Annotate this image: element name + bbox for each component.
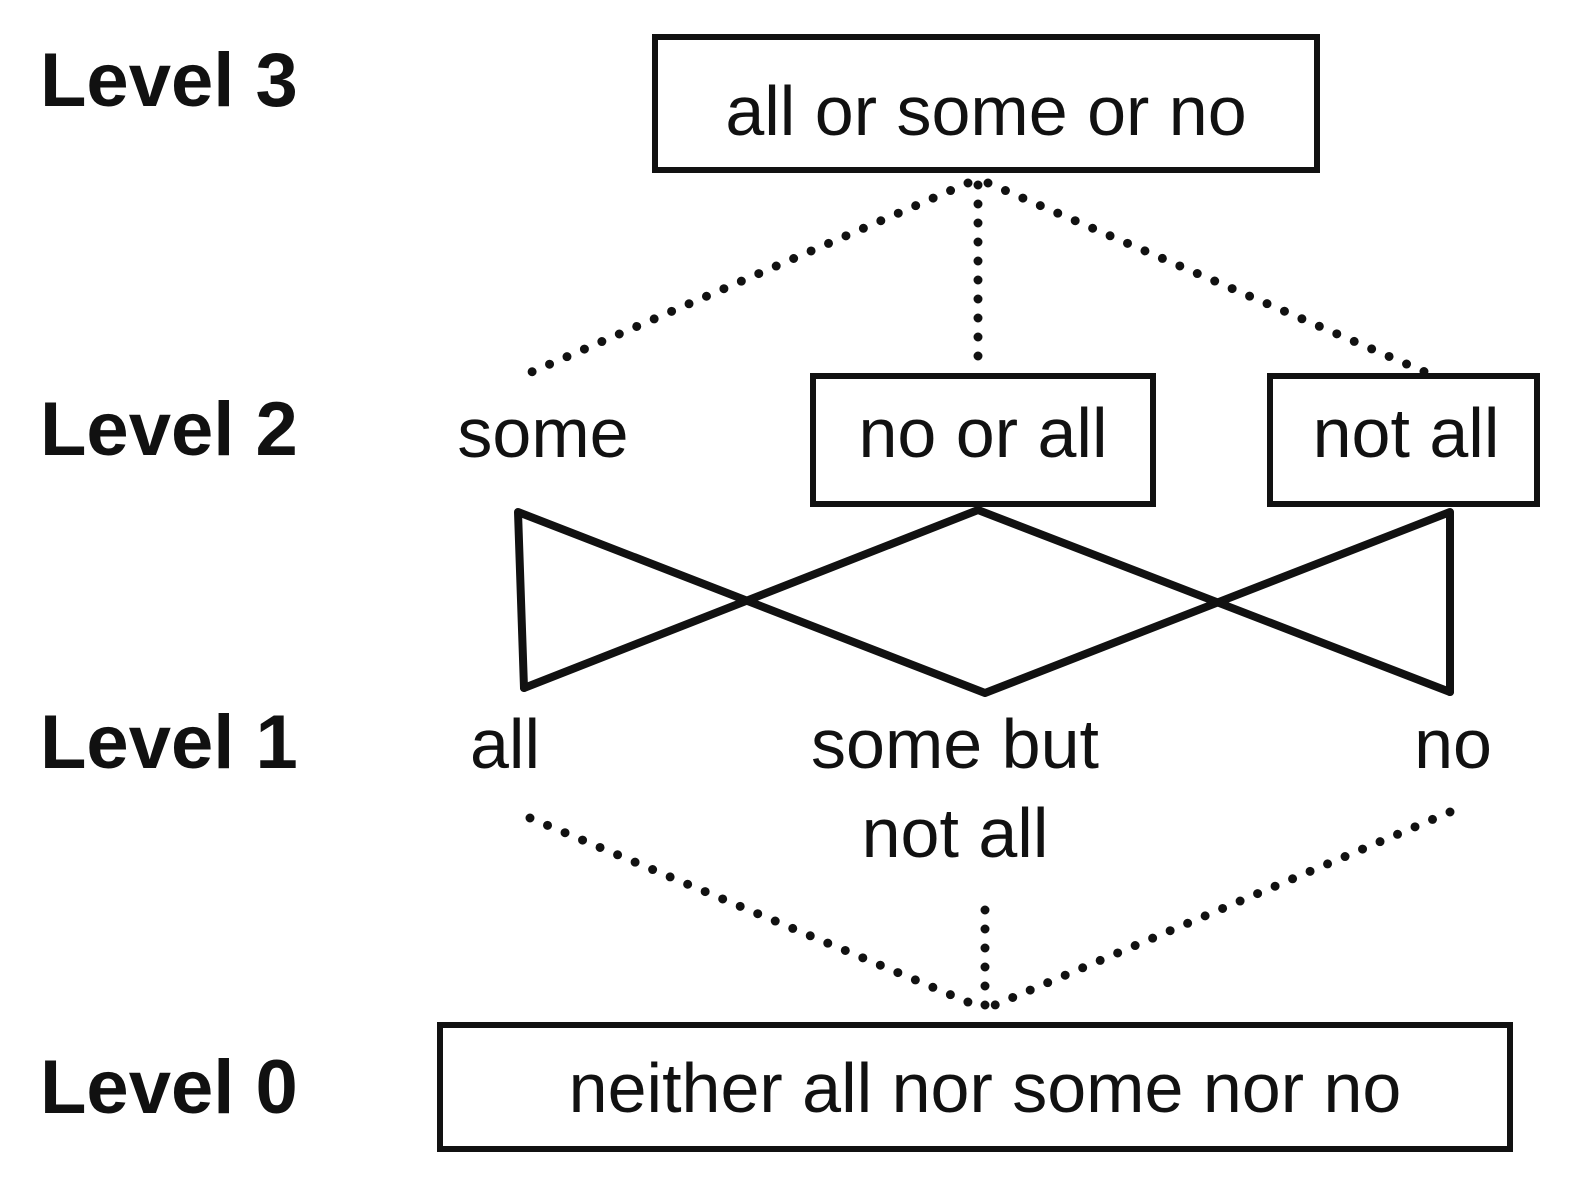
dotted-edge-top-not-all xyxy=(983,178,1430,377)
solid-edges-inner xyxy=(520,506,1454,696)
solid-edges-outer xyxy=(514,508,1454,697)
dotted-edge-all-bottom xyxy=(525,813,980,1010)
some-but-not-all-node-line2: not all xyxy=(862,794,1049,872)
some-but-not-all-node-line1: some but xyxy=(811,705,1099,783)
no-or-all-node-label: no or all xyxy=(858,394,1107,472)
top-node-box xyxy=(652,34,1320,173)
some-node-label: some xyxy=(457,394,628,472)
level-1-label: Level 1 xyxy=(40,700,298,785)
no-or-all-node-box xyxy=(810,373,1156,507)
dotted-edge-top-some xyxy=(515,178,973,382)
level-2-label: Level 2 xyxy=(40,387,298,472)
level-0-label: Level 0 xyxy=(40,1045,298,1130)
not-all-node-label: not all xyxy=(1313,394,1500,472)
bottom-node-box xyxy=(437,1022,1513,1152)
bottom-node-label: neither all nor some nor no xyxy=(569,1049,1402,1127)
level-3-label: Level 3 xyxy=(40,38,298,123)
dotted-edge-no-bottom xyxy=(990,807,1455,1010)
not-all-node-box xyxy=(1267,373,1540,507)
top-node-label: all or some or no xyxy=(725,72,1246,150)
no-node-label: no xyxy=(1414,705,1492,783)
all-node-label: all xyxy=(470,705,540,783)
